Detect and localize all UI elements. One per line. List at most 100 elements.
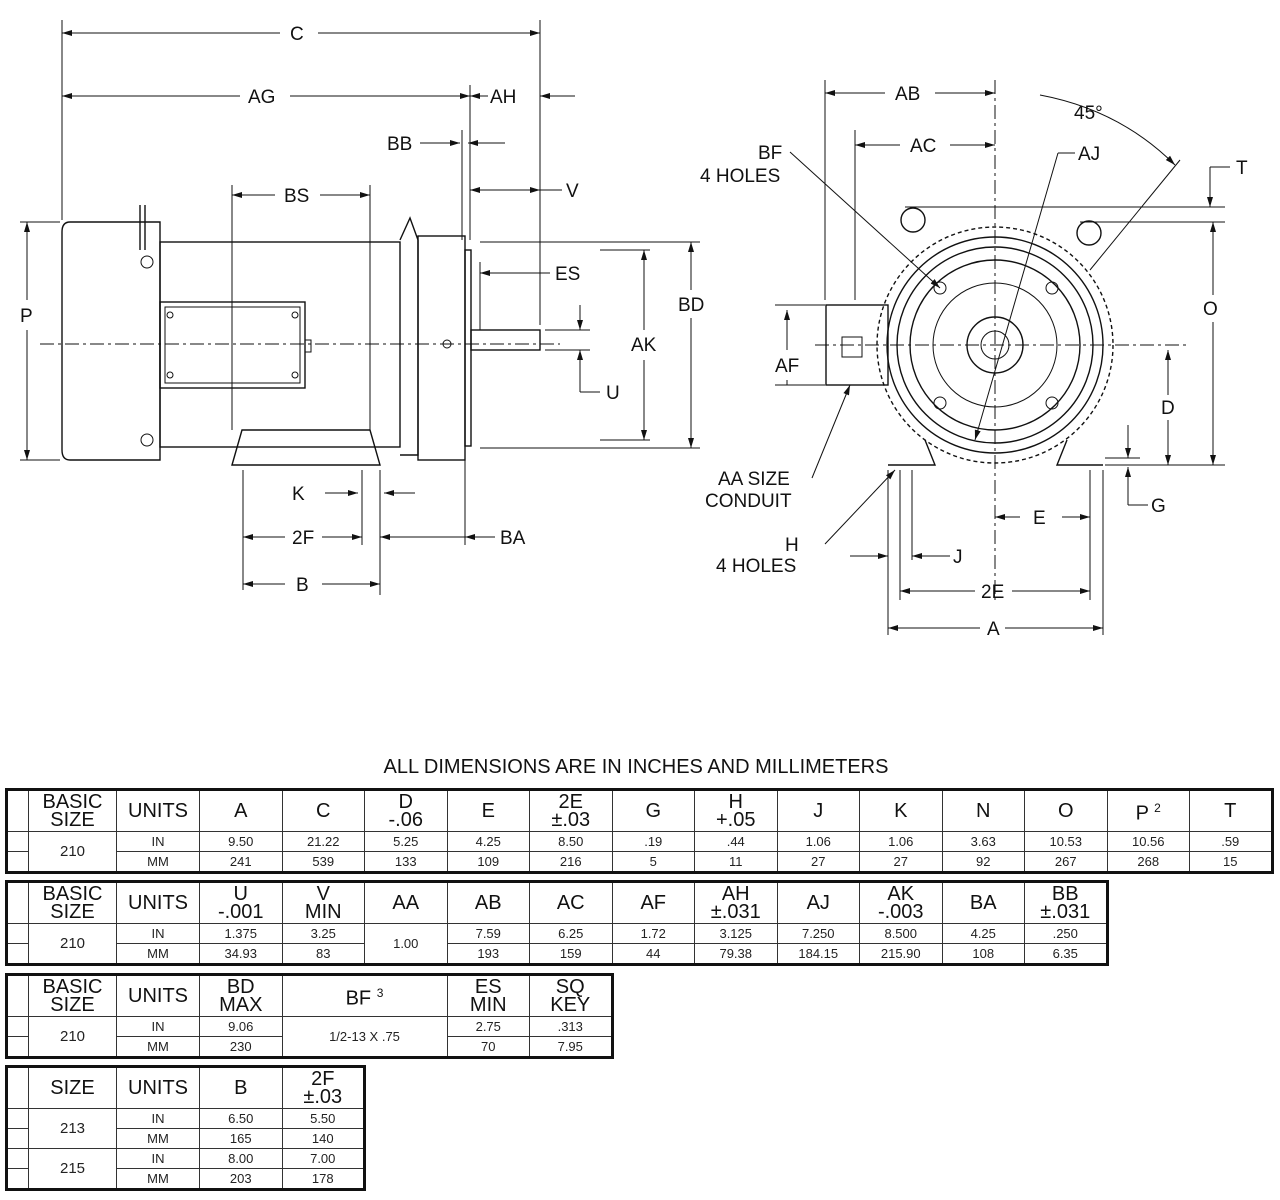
value-cell: .59 [1189,831,1273,852]
column-header: A [199,789,283,832]
dim-label-ah: AH [490,87,516,108]
dim-label-g: G [1151,496,1166,517]
units-cell: MM [116,851,200,873]
column-header: U-.001 [199,881,283,924]
column-header: 2E±.03 [529,789,613,832]
dim-label-bb: BB [387,134,412,155]
value-cell: 27 [859,851,943,873]
column-header: UNITS [116,881,200,924]
size-cell: 210 [28,923,117,965]
end-view: AB 45° BF 4 HOLES AC AJ T O AF D AA SIZE… [700,80,1248,640]
blank-cell [6,943,29,965]
value-cell: .250 [1024,923,1108,944]
value-cell: 6.25 [529,923,613,944]
blank-cell [6,923,29,944]
value-cell: 5.50 [281,1108,365,1129]
value-cell: 216 [529,851,613,873]
dim-label-a: A [987,619,1000,640]
dim-label-aj: AJ [1078,144,1100,165]
dim-note-h: 4 HOLES [716,556,796,577]
value-cell: 8.00 [199,1148,283,1169]
column-header: N [941,789,1025,832]
column-header: H+.05 [694,789,778,832]
value-cell: 109 [446,851,530,873]
value-cell: 92 [941,851,1025,873]
dim-label-k: K [292,484,305,505]
value-cell: 3.63 [941,831,1025,852]
lifting-eye [1076,220,1102,246]
drawing-canvas: C AG AH BB BS V ES P BD AK U K 2F BA B [20,20,1248,640]
dim-label-bd: BD [678,295,704,316]
column-header: AC [529,881,613,924]
value-cell: 1/2-13 X .75 [281,1016,448,1058]
value-cell: 4.25 [941,923,1025,944]
size-cell: 215 [28,1148,117,1190]
value-cell: 539 [281,851,365,873]
column-header: UNITS [116,1066,200,1109]
units-cell: MM [116,1128,200,1149]
units-cell: IN [116,1108,200,1129]
column-header: K [859,789,943,832]
value-cell: 3.125 [694,923,778,944]
value-cell: 4.25 [446,831,530,852]
column-header: BB±.031 [1024,881,1108,924]
value-cell: 1.375 [199,923,283,944]
value-cell: 7.00 [281,1148,365,1169]
blank-cell [6,851,29,873]
value-cell: 27 [776,851,860,873]
blank-cell [6,1016,29,1037]
column-header: G [611,789,695,832]
value-cell: 70 [446,1036,530,1058]
shaft [470,329,541,351]
column-header: BA [941,881,1025,924]
dim-label-angle: 45° [1074,103,1103,124]
value-cell: 10.56 [1106,831,1190,852]
units-cell: MM [116,1168,200,1190]
value-cell: 7.95 [529,1036,613,1058]
value-cell: 83 [281,943,365,965]
value-cell: 7.250 [776,923,860,944]
value-cell: 241 [199,851,283,873]
column-header: C [281,789,365,832]
column-header: AK-.003 [859,881,943,924]
units-cell: MM [116,943,200,965]
units-cell: IN [116,1148,200,1169]
column-header: AH±.031 [694,881,778,924]
dim-label-aa: AA SIZE [718,469,790,490]
dim-label-j: J [953,547,963,568]
value-cell: 108 [941,943,1025,965]
value-cell: 34.93 [199,943,283,965]
value-cell: 184.15 [776,943,860,965]
blank-cell [6,1148,29,1169]
column-header: E [446,789,530,832]
flange [399,216,419,456]
value-cell: 44 [611,943,695,965]
units-cell: IN [116,923,200,944]
size-cell: 213 [28,1108,117,1149]
units-cell: MM [116,1036,200,1058]
value-cell: 140 [281,1128,365,1149]
dim-label-h: H [785,535,799,556]
column-header: O [1024,789,1108,832]
column-header: AF [611,881,695,924]
blank-cell [6,1108,29,1129]
blank-cell [6,881,29,924]
size-cell: 210 [28,831,117,873]
value-cell: 268 [1106,851,1190,873]
dim-label-p: P [20,306,33,327]
lifting-eye [900,207,926,233]
blank-cell [6,1036,29,1058]
